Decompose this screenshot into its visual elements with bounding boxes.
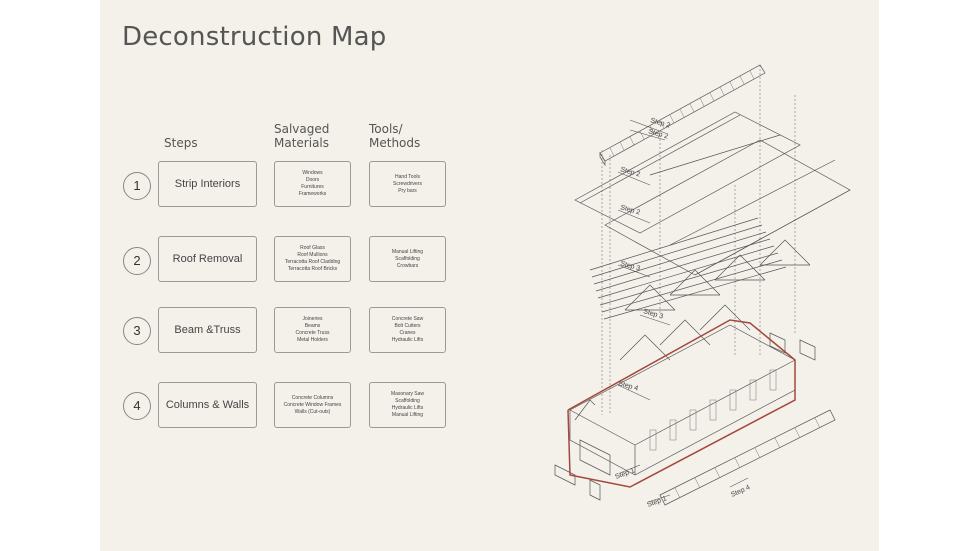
material-item: Furnitures bbox=[301, 184, 324, 190]
tool-item: Cranes bbox=[399, 330, 416, 336]
materials-box-3: Joineries Beams Concrete Truss Metal Hol… bbox=[274, 307, 351, 353]
tool-item: Scaffolding bbox=[395, 255, 420, 262]
material-item: Terracotta Roof Cladding bbox=[284, 259, 341, 265]
step-number-2: 2 bbox=[123, 247, 151, 275]
tools-box-3: Concrete Saw Bolt Cutters Cranes Hydraul… bbox=[369, 307, 446, 353]
header-salvaged-line1: Salvaged bbox=[274, 122, 330, 136]
salvaged-windows bbox=[554, 332, 836, 506]
material-item: Walls (Cut-outs) bbox=[294, 408, 331, 415]
header-salvaged-line2: Materials bbox=[274, 136, 330, 150]
step-box-columns-walls: Columns & Walls bbox=[158, 382, 257, 428]
tool-item: Masonary Saw bbox=[390, 391, 425, 397]
header-salvaged-materials: Salvaged Materials bbox=[274, 122, 329, 150]
roof-glass-panel bbox=[604, 139, 851, 276]
step-box-roof-removal: Roof Removal bbox=[158, 236, 257, 282]
tool-item: Hand Tools bbox=[395, 173, 420, 180]
label-step-2-a: Step 2 bbox=[649, 117, 670, 129]
material-item: Concrete Truss bbox=[295, 330, 330, 336]
tool-item: Concrete Saw bbox=[391, 316, 424, 322]
label-leaders bbox=[617, 119, 749, 503]
exploded-axonometric-diagram: Step 2 Step 2 Step 2 Step 2 Step 3 Step … bbox=[500, 55, 851, 520]
material-item: Windows bbox=[302, 170, 323, 176]
materials-box-2: Roof Glass Roof Mullions Terracotta Roof… bbox=[274, 236, 351, 282]
step-box-beam-truss: Beam &Truss bbox=[158, 307, 257, 353]
header-tools-line2: Methods bbox=[369, 136, 421, 150]
tool-item: Hydraulic Lifts bbox=[391, 337, 424, 343]
material-item: Roof Glass bbox=[300, 245, 325, 251]
step-number-1: 1 bbox=[123, 172, 151, 200]
label-step-4-b: Step 4 bbox=[730, 484, 751, 499]
tool-item: Manual Lifting bbox=[391, 248, 424, 255]
material-item: Terracotta Roof Bricks bbox=[287, 266, 338, 272]
material-item: Doors bbox=[305, 177, 320, 183]
material-item: Metal Holders bbox=[297, 337, 328, 343]
roof-trusses bbox=[619, 239, 811, 361]
tool-item: Scaffolding bbox=[395, 398, 420, 404]
material-item: Beams bbox=[304, 323, 321, 329]
tool-item: Bolt Cutters bbox=[394, 323, 421, 329]
projection-lines bbox=[601, 65, 796, 415]
header-steps: Steps bbox=[164, 136, 198, 150]
tool-item: Hydraulic Lifts bbox=[391, 405, 424, 411]
roof-cladding-sheet bbox=[574, 111, 801, 234]
step-number-4: 4 bbox=[123, 392, 151, 420]
label-step-2-b: Step 2 bbox=[647, 128, 668, 140]
building-shell bbox=[569, 324, 796, 476]
tool-item: Pry bars bbox=[398, 187, 417, 194]
label-step-3-a: Step 3 bbox=[619, 260, 640, 272]
step-number-3: 3 bbox=[123, 317, 151, 345]
label-step-1-b: Step 1 bbox=[646, 495, 668, 509]
material-item: Concrete Window Frames bbox=[283, 401, 342, 408]
roof-beams bbox=[589, 217, 787, 320]
tool-item: Screwdrivers bbox=[393, 180, 422, 187]
tools-box-2: Manual Lifting Scaffolding Crowbars bbox=[369, 236, 446, 282]
tool-item: Crowbars bbox=[396, 262, 419, 269]
drawing-linework bbox=[554, 64, 851, 506]
tool-item: Manual Lifting bbox=[391, 412, 424, 418]
label-step-4-a: Step 4 bbox=[617, 380, 638, 392]
label-step-1-a: Step 1 bbox=[614, 467, 636, 481]
materials-box-1: Windows Doors Furnitures Frameworks bbox=[274, 161, 351, 207]
step-box-strip-interiors: Strip Interiors bbox=[158, 161, 257, 207]
roof-ridge-cap bbox=[599, 64, 766, 167]
header-tools-line1: Tools/ bbox=[369, 122, 403, 136]
poster-panel: Deconstruction Map Steps Salvaged Materi… bbox=[100, 0, 879, 551]
tools-box-1: Hand Tools Screwdrivers Pry bars bbox=[369, 161, 446, 207]
highlight-outline bbox=[567, 319, 796, 488]
material-item: Concrete Columns bbox=[291, 394, 334, 401]
material-item: Roof Mullions bbox=[297, 252, 328, 258]
material-item: Frameworks bbox=[298, 191, 327, 197]
tools-box-4: Masonary Saw Scaffolding Hydraulic Lifts… bbox=[369, 382, 446, 428]
materials-box-4: Concrete Columns Concrete Window Frames … bbox=[274, 382, 351, 428]
page-title: Deconstruction Map bbox=[122, 22, 387, 52]
axonometric-svg: Step 2 Step 2 Step 2 Step 2 Step 3 Step … bbox=[554, 64, 851, 509]
header-tools-methods: Tools/ Methods bbox=[369, 122, 420, 150]
material-item: Joineries bbox=[302, 316, 323, 322]
